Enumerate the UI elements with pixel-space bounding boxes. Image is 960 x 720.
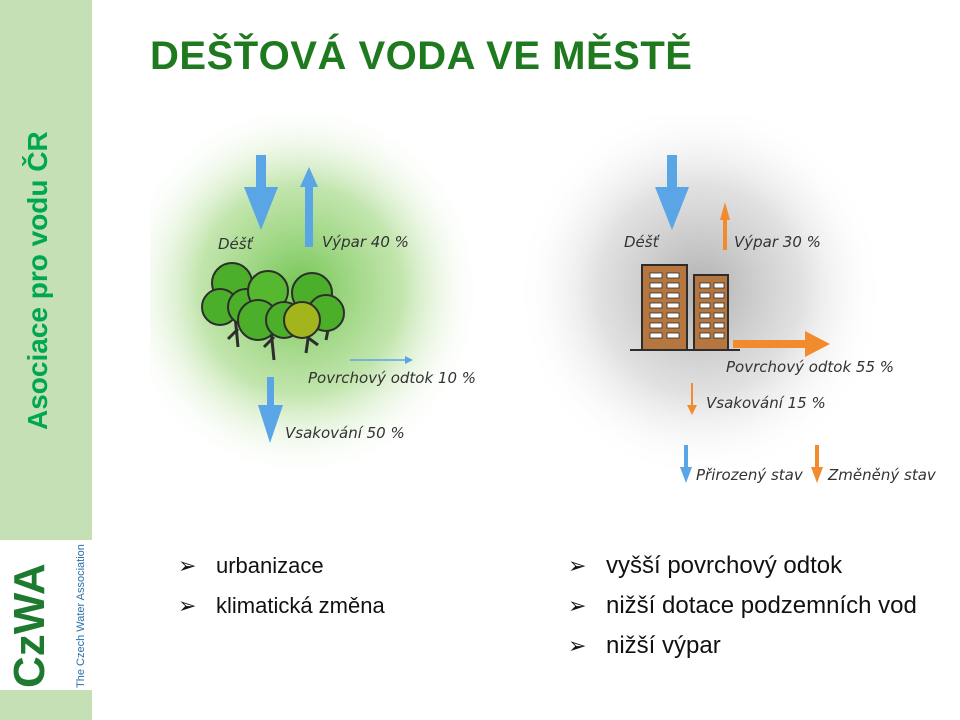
urban-runoff-arrow-icon (733, 331, 830, 357)
list-item: ➢ nižší dotace podzemních vod (568, 586, 917, 626)
list-item-text: vyšší povrchový odtok (606, 552, 843, 579)
natural-infiltration-arrow-icon (258, 377, 283, 443)
natural-runoff-label: Povrchový odtok 10 % (308, 369, 476, 387)
natural-rain-label: Déšť (218, 235, 255, 253)
urban-evaporation-arrow-icon (720, 202, 730, 250)
logo-letters: CzWA (5, 563, 54, 688)
page-title: DEŠŤOVÁ VODA VE MĚSTĚ (150, 34, 693, 78)
natural-evaporation-arrow-icon (300, 167, 318, 247)
urban-infiltration-arrow-icon (687, 383, 697, 415)
arrowhead-bullet-icon: ➢ (568, 633, 587, 658)
buildings-icon (630, 264, 740, 351)
legend-changed-label: Změněný stav (827, 466, 937, 484)
arrowhead-bullet-icon: ➢ (178, 593, 197, 618)
logo-tagline: The Czech Water Association (75, 544, 87, 688)
czwa-logo: CzWA The Czech Water Association (0, 540, 92, 690)
effect-list: ➢ vyšší povrchový odtok ➢ nižší dotace pod… (568, 546, 917, 666)
urban-rain-arrow-icon (655, 155, 689, 230)
legend-natural-arrow-icon (680, 445, 692, 483)
cause-list: ➢ urbanizace ➢ klimatická změna (178, 546, 385, 626)
natural-infiltration-label: Vsakování 50 % (285, 424, 405, 442)
natural-runoff-arrow-icon (350, 356, 413, 364)
list-item: ➢ klimatická změna (178, 586, 385, 626)
list-item-text: urbanizace (216, 553, 324, 578)
sidebar: Asociace pro vodu ČR CzWA The Czech Wate… (0, 0, 92, 720)
urban-runoff-label: Povrchový odtok 55 % (726, 358, 894, 376)
sidebar-vertical-text: Asociace pro vodu ČR (22, 131, 53, 430)
list-item: ➢ nižší výpar (568, 626, 917, 666)
natural-rain-arrow-icon (244, 155, 278, 230)
urban-evaporation-label: Výpar 30 % (734, 233, 821, 251)
trees-icon (201, 262, 345, 361)
arrowhead-bullet-icon: ➢ (568, 553, 587, 578)
legend-changed-arrow-icon (811, 445, 823, 483)
list-item: ➢ urbanizace (178, 546, 385, 586)
urban-rain-label: Déšť (624, 233, 661, 251)
natural-evaporation-label: Výpar 40 % (322, 233, 409, 251)
list-item-text: klimatická změna (216, 593, 385, 618)
list-item-text: nižší výpar (606, 632, 721, 659)
list-item-text: nižší dotace podzemních vod (606, 592, 917, 619)
legend-natural-label: Přirozený stav (696, 466, 804, 484)
arrowhead-bullet-icon: ➢ (568, 593, 587, 618)
urban-infiltration-label: Vsakování 15 % (706, 394, 826, 412)
list-item: ➢ vyšší povrchový odtok (568, 546, 917, 586)
arrowhead-bullet-icon: ➢ (178, 553, 197, 578)
water-cycle-diagram: Déšť Výpar 40 % Povrchový odtok 10 % Vsa… (150, 115, 937, 484)
